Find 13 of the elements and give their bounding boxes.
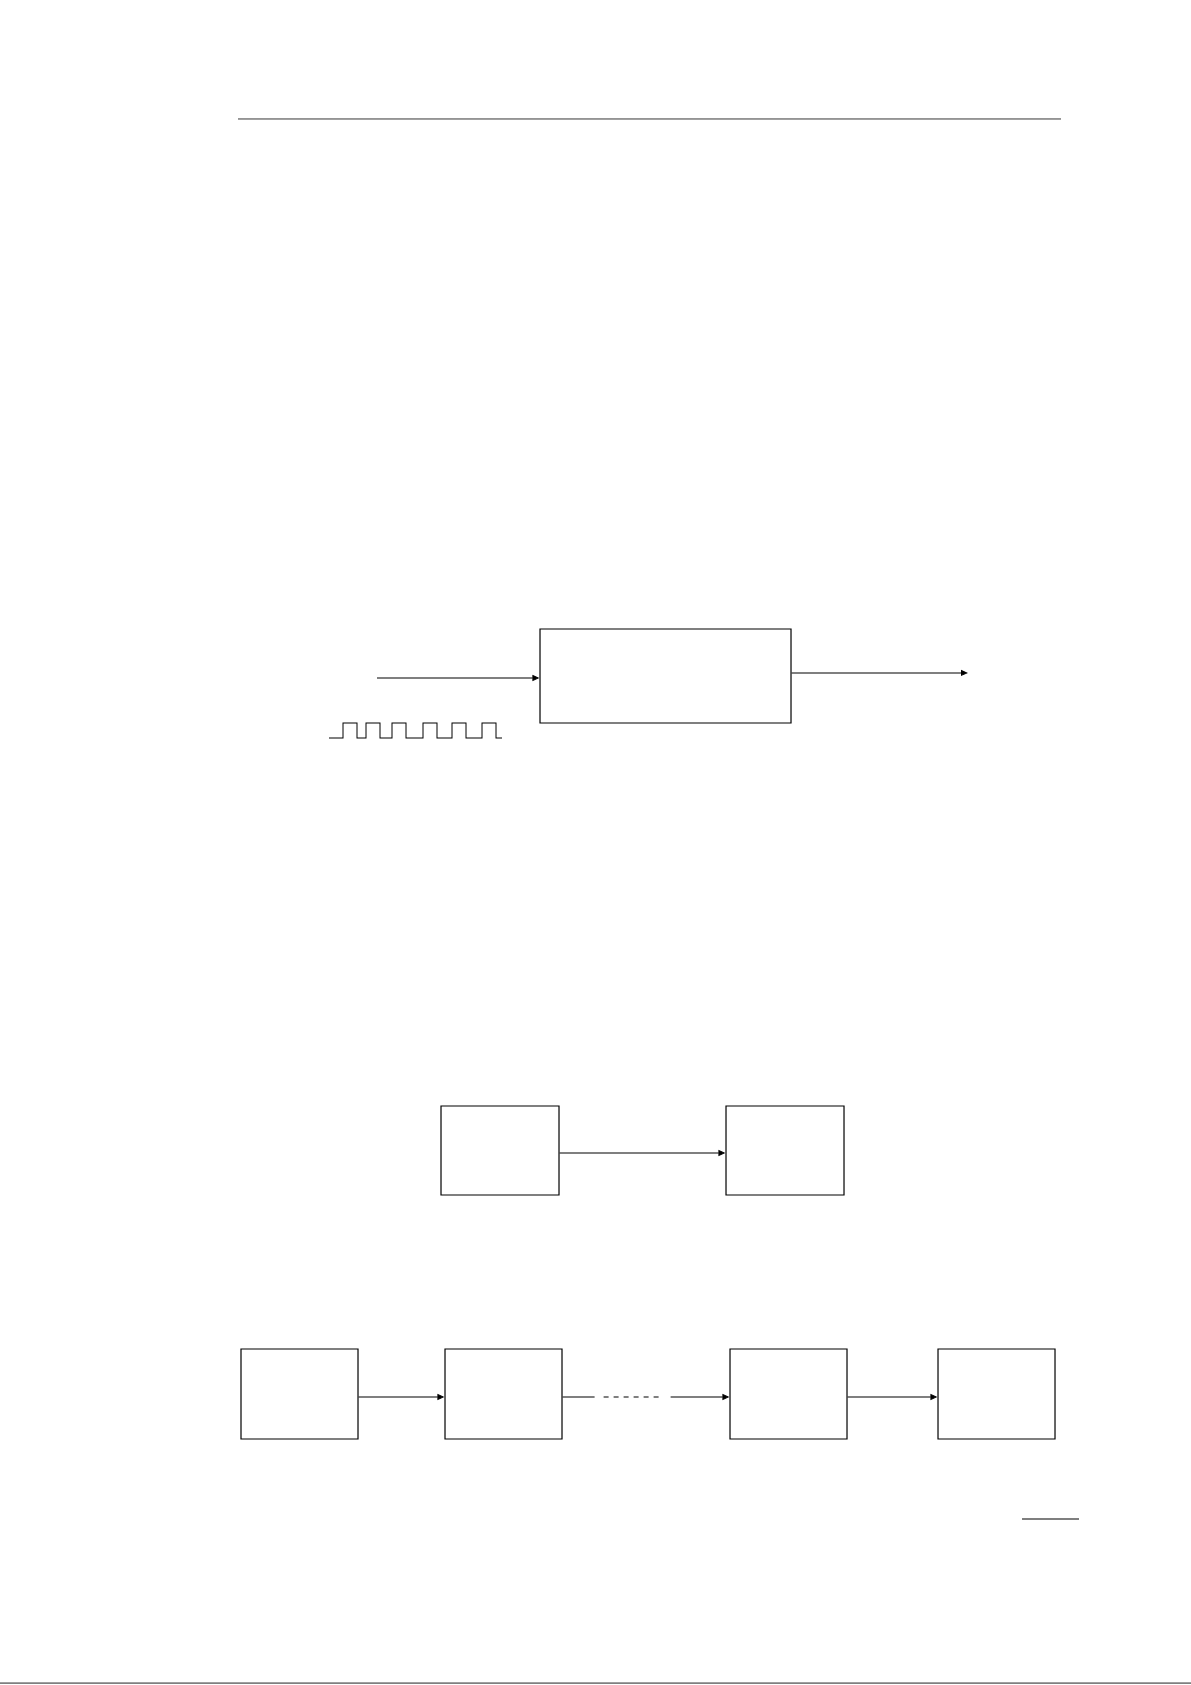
arrow [847,1394,937,1400]
arrow [562,1394,729,1400]
block-box [729,1348,848,1440]
block-box [440,1105,560,1196]
block-box [725,1105,845,1196]
arrow [559,1150,725,1156]
arrow [791,670,968,676]
block-box [937,1348,1056,1440]
arrow [358,1394,444,1400]
block-box [240,1348,359,1440]
arrow [376,675,539,681]
block-box [539,628,792,724]
block-box [444,1348,563,1440]
